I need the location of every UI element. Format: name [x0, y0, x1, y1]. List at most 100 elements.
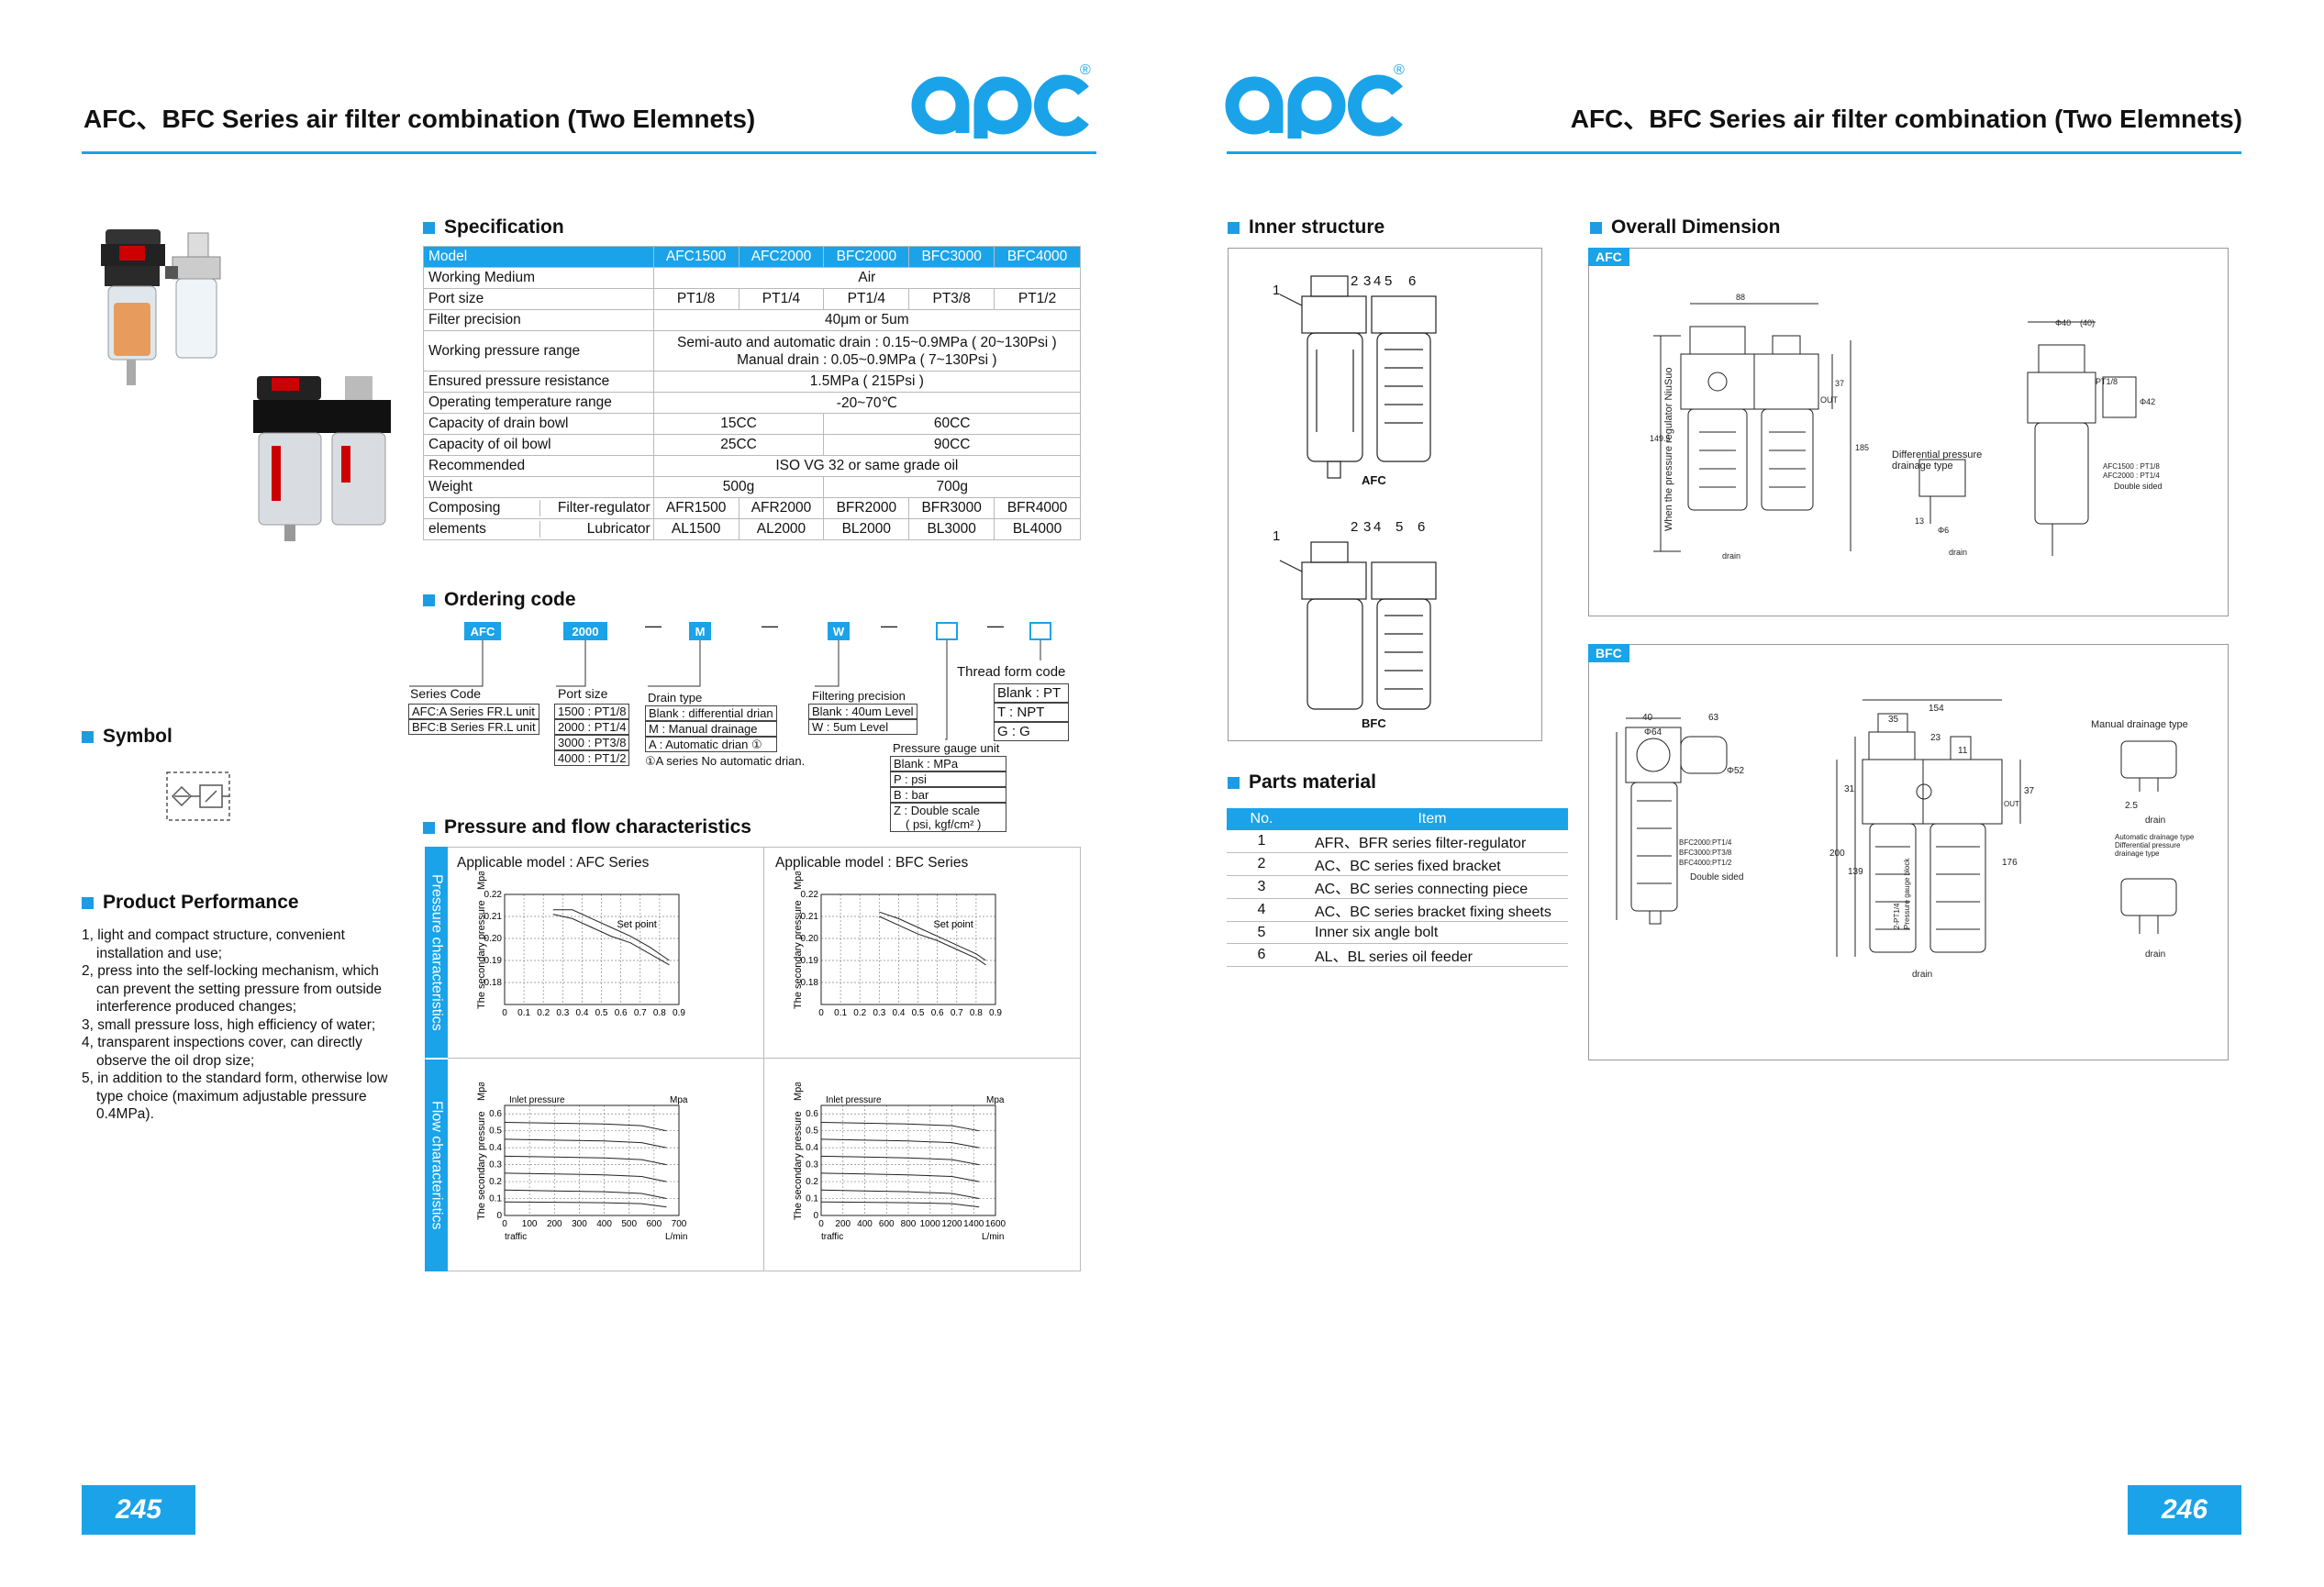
svg-text:drain: drain: [2145, 816, 2165, 826]
svg-text:139: 139: [1848, 867, 1863, 877]
x-tick-label: 0: [502, 1008, 507, 1018]
overall-dimension-heading: Overall Dimension: [1590, 216, 1780, 239]
code-box-thread: [1029, 622, 1051, 640]
drain-type-list: Blank : differential drian M : Manual dr…: [645, 705, 777, 752]
svg-text:1: 1: [1273, 283, 1280, 298]
series-line: [820, 1138, 980, 1149]
y-tick-label: 0.19: [801, 956, 819, 966]
y-tick-label: 0.6: [806, 1109, 818, 1119]
code-box-port: 2000: [563, 622, 607, 640]
code-box-gauge: [936, 622, 958, 640]
drain-type-note: ①A series No automatic drian.: [645, 754, 806, 768]
characteristics-panel: [425, 847, 1081, 1271]
drain-type-label: Drain type: [648, 691, 703, 705]
svg-text:drainage type: drainage type: [1892, 461, 1953, 472]
x-tick-label: 0.2: [853, 1008, 866, 1018]
series-line: [504, 1172, 667, 1182]
x-tick-label: 1000: [920, 1219, 941, 1229]
product-performance-heading: Product Performance: [82, 892, 299, 914]
x-tick-label: 0.3: [873, 1008, 885, 1018]
svg-text:drain: drain: [2145, 949, 2165, 960]
series-line: [879, 911, 986, 961]
spec-row: Operating temperature range-20~70℃: [423, 392, 1082, 414]
thread-form-list: Blank : PT T : NPT G : G: [994, 683, 1069, 741]
svg-text:13: 13: [1915, 516, 1924, 526]
y-tick-label: 0: [496, 1211, 502, 1221]
y-unit-label: Mpa: [793, 871, 804, 890]
series-line: [820, 1172, 980, 1182]
port-size-label: Port size: [558, 686, 608, 701]
x-tick-label: 100: [522, 1219, 538, 1229]
x-tick-label: 0.1: [834, 1008, 847, 1018]
performance-item: 5, in addition to the standard form, oth…: [82, 1071, 388, 1122]
x-tick-label: 0: [818, 1008, 824, 1018]
y-tick-label: 0.2: [806, 1177, 818, 1187]
svg-text:6: 6: [1418, 519, 1425, 535]
x-tick-label: 0.4: [575, 1008, 588, 1018]
afc-tag: AFC: [1588, 248, 1629, 266]
x-tick-label: 0.5: [595, 1008, 608, 1018]
svg-text:4: 4: [1373, 273, 1381, 289]
svg-text:4: 4: [1373, 519, 1381, 535]
x-tick-label: 0.5: [912, 1008, 925, 1018]
svg-text:2.5: 2.5: [2125, 801, 2138, 811]
bfc-tag: BFC: [1588, 644, 1629, 662]
series-line: [504, 1155, 667, 1166]
svg-text:AFC2000 : PT1/4: AFC2000 : PT1/4: [2103, 472, 2160, 480]
right-page-title: AFC、BFC Series air filter combination (T…: [1570, 105, 2242, 133]
svg-text:BFC3000:PT3/8: BFC3000:PT3/8: [1679, 849, 1732, 857]
pneumatic-symbol: [166, 771, 230, 821]
x-tick-label: 800: [901, 1219, 917, 1229]
svg-text:35: 35: [1888, 715, 1899, 725]
x-unit-label: L/min: [982, 1232, 1004, 1242]
afc-model-label: Applicable model : AFC Series: [457, 855, 650, 871]
code-box-filter: W: [828, 622, 850, 640]
performance-item: 2, press into the self-locking mechanism…: [82, 963, 383, 1015]
y-tick-label: 0.18: [801, 978, 819, 988]
svg-text:drain: drain: [1722, 551, 1740, 560]
plot-frame: [504, 1104, 680, 1216]
y-tick-label: 0.3: [806, 1160, 818, 1171]
y-axis-label: The secondary pressure: [476, 900, 487, 1009]
x-tick-label: 500: [621, 1219, 637, 1229]
product-photo: [101, 229, 391, 541]
x-tick-label: 400: [857, 1219, 873, 1229]
performance-item: 1, light and compact structure, convenie…: [82, 927, 345, 961]
x-tick-label: 0.7: [951, 1008, 963, 1018]
ordering-code-connectors: [409, 640, 1041, 740]
svg-text:OUT: OUT: [1820, 395, 1839, 405]
svg-text:63: 63: [1708, 713, 1719, 723]
x-tick-label: 0.7: [634, 1008, 647, 1018]
x-tick-label: 0.9: [673, 1008, 685, 1018]
y-tick-label: 0.21: [484, 912, 503, 922]
svg-text:BFC: BFC: [1362, 716, 1386, 730]
series-line: [504, 1121, 667, 1132]
x-tick-label: 0.4: [892, 1008, 905, 1018]
y-tick-label: 0.20: [484, 934, 503, 944]
y-unit-label: Mpa: [476, 871, 487, 890]
svg-text:AFC1500 : PT1/8: AFC1500 : PT1/8: [2103, 462, 2160, 471]
right-header-rule: [1227, 151, 2241, 154]
pressure-gauge-label: Pressure gauge unit: [893, 741, 1000, 755]
filtering-precision-label: Filtering precision: [812, 689, 906, 703]
svg-text:Manual drainage type: Manual drainage type: [2091, 719, 2188, 730]
y-tick-label: 0.1: [489, 1194, 502, 1204]
filtering-precision-list: Blank : 40um Level W : 5um Level: [808, 704, 917, 735]
series-line: [820, 1201, 980, 1208]
x-tick-label: 300: [572, 1219, 587, 1229]
svg-text:88: 88: [1736, 293, 1745, 302]
svg-text:37: 37: [2024, 786, 2035, 796]
y-unit-label: Mpa: [476, 1082, 487, 1101]
svg-text:®: ®: [1394, 62, 1405, 78]
svg-text:23: 23: [1930, 733, 1941, 743]
